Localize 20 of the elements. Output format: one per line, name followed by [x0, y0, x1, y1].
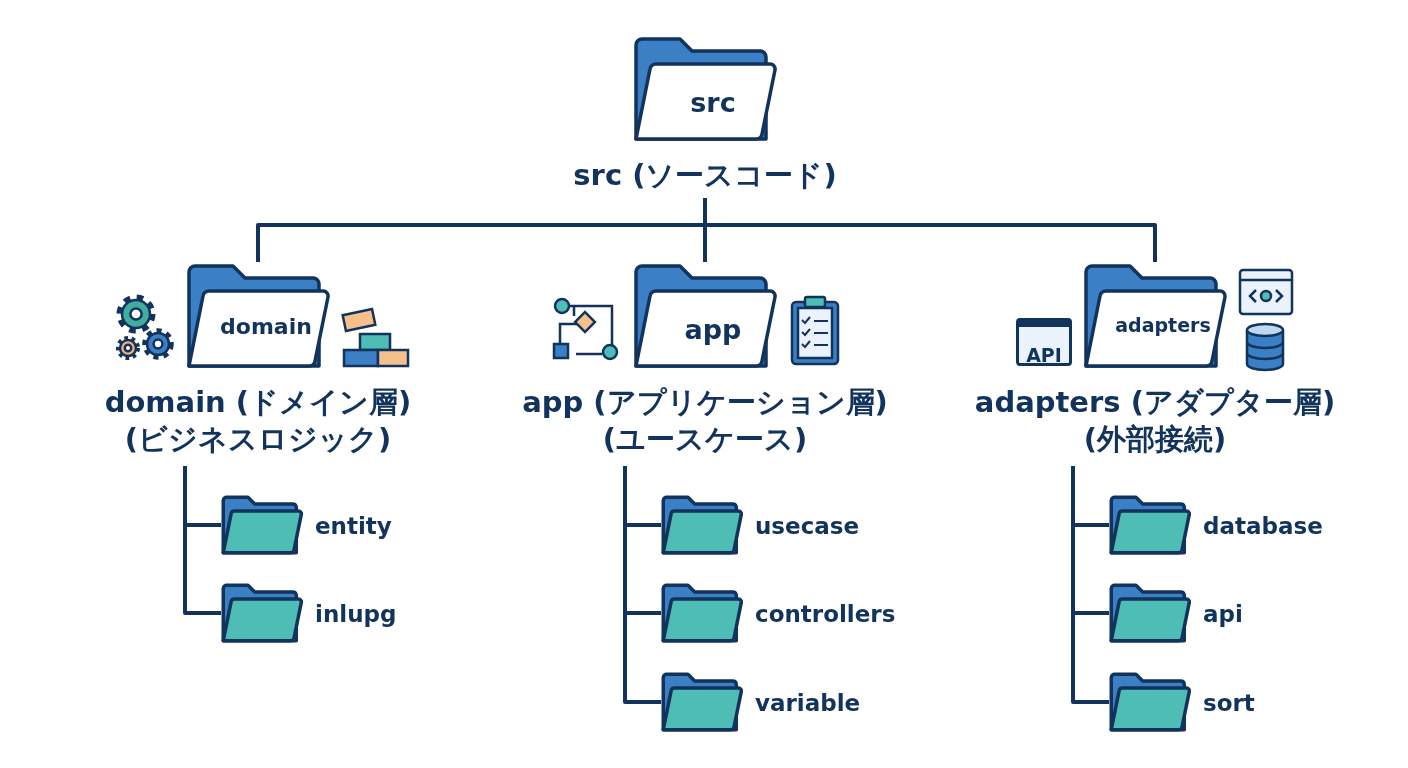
- folder-caption: src (ソースコード): [572, 157, 838, 194]
- folder-name: database: [1203, 515, 1323, 538]
- connector-line: [703, 198, 1157, 262]
- folder-label: adapters: [1114, 316, 1212, 335]
- folder-name: variable: [755, 692, 861, 715]
- folder-name: api: [1203, 603, 1243, 626]
- folder-name: entity: [315, 515, 392, 538]
- folder-label: src: [689, 89, 737, 116]
- folder-caption: adapters (アダプター層) (外部接続): [973, 384, 1337, 458]
- connector-line: [623, 466, 661, 704]
- folder-caption: app (アプリケーション層) (ユースケース): [521, 384, 889, 458]
- connector-line: [1071, 466, 1109, 704]
- folder-name: controllers: [755, 603, 896, 626]
- folder-caption: domain (ドメイン層) (ビジネスロジック): [103, 384, 413, 458]
- folder-label: domain: [219, 316, 313, 338]
- api-window-icon: API: [1016, 318, 1072, 366]
- folder-name: inlupg: [315, 603, 397, 626]
- folder-name: sort: [1203, 692, 1255, 715]
- folder-label: app: [683, 316, 743, 343]
- folder-name: usecase: [755, 515, 860, 538]
